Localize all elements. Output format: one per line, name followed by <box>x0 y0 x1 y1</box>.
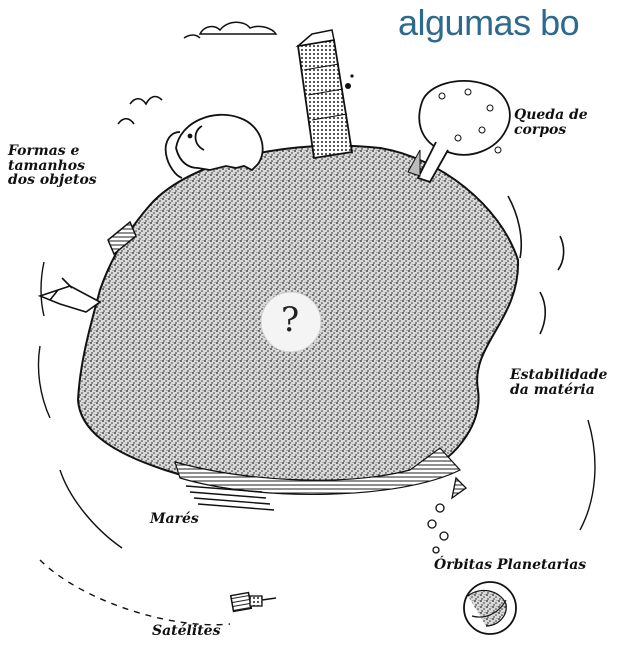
bird-icon <box>118 97 162 124</box>
satellite-icon <box>231 593 276 612</box>
tower-icon <box>298 30 354 158</box>
person-icon <box>40 278 100 312</box>
satellite-orbit <box>40 560 230 625</box>
elephant-icon <box>166 115 263 178</box>
label-orbitas-planetarias: Órbitas Planetarias <box>434 558 586 573</box>
center-question-mark: ? <box>281 300 299 340</box>
label-estabilidade-da-materia: Estabilidade da matéria <box>510 368 607 397</box>
tree-icon <box>408 81 510 182</box>
planet-icon <box>464 582 516 634</box>
label-mares: Marés <box>150 512 199 527</box>
label-queda-de-corpos: Queda de corpos <box>514 108 588 137</box>
bubbles <box>428 478 466 553</box>
cloud-icon <box>184 22 276 38</box>
label-satelites: Satélites <box>152 624 220 639</box>
label-formas-e-tamanhos: Formas e tamanhos dos objetos <box>8 144 97 188</box>
right-arc <box>580 420 595 530</box>
